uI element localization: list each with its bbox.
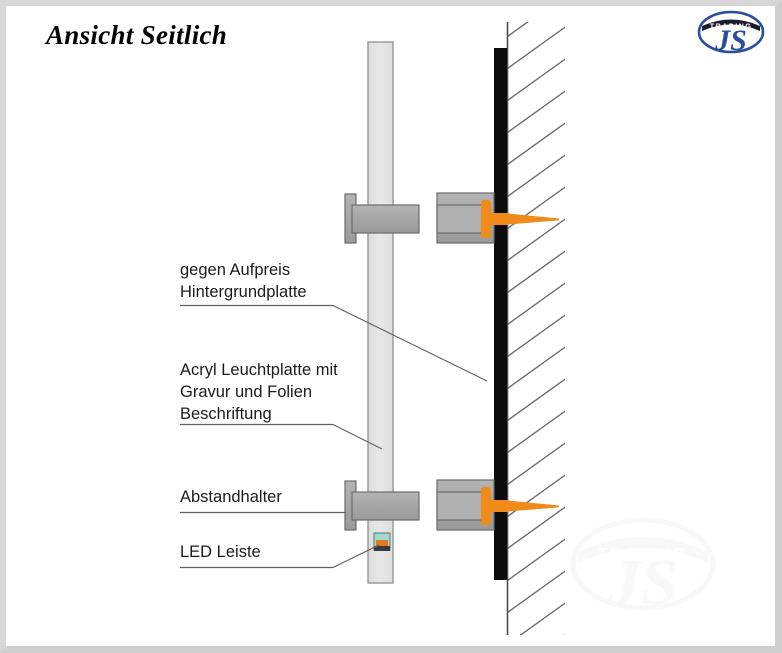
wall-hatching	[507, 22, 565, 635]
label-acryl-line-3: Beschriftung	[180, 405, 272, 423]
label-abstandhalter: Abstandhalter	[180, 486, 282, 508]
screw-bottom	[481, 487, 559, 525]
label-led-leiste: LED Leiste	[180, 541, 261, 563]
spacer-wall-block-bore-top	[436, 204, 485, 234]
leader-hintergrundplatte-diagonal	[332, 304, 488, 382]
spacer-body-bottom	[351, 491, 420, 521]
label-acryl-line-1: Acryl Leuchtplatte mit	[180, 361, 338, 379]
spacer-assembly-bottom	[344, 479, 559, 531]
label-acryl-leuchtplatte: Acryl Leuchtplatte mit Gravur und Folien…	[180, 359, 338, 425]
leader-led-diagonal	[332, 544, 380, 569]
logo-main-text: JS	[714, 24, 747, 56]
spacer-wall-block-bore-bottom	[436, 491, 485, 521]
js-trading-logo: TRADING JS	[697, 10, 765, 56]
label-led-line-1: LED Leiste	[180, 543, 261, 561]
leader-lines	[180, 304, 488, 569]
label-acryl-line-2: Gravur und Folien	[180, 383, 313, 401]
label-hintergrundplatte-line-1: gegen Aufpreis	[180, 261, 291, 279]
spacer-assembly-top	[344, 192, 559, 244]
label-hintergrundplatte: gegen Aufpreis Hintergrundplatte	[180, 259, 307, 303]
page-title: Ansicht Seitlich	[46, 20, 228, 50]
spacer-body-top	[351, 204, 420, 234]
leader-acryl-diagonal	[332, 423, 383, 450]
logo-oval-icon	[697, 10, 765, 54]
led-strip	[373, 532, 391, 551]
logo-sub-text: TRADING	[710, 22, 753, 31]
label-abstandhalter-line-1: Abstandhalter	[180, 488, 282, 506]
label-hintergrundplatte-line-2: Hintergrundplatte	[180, 283, 307, 301]
backing-plate	[494, 48, 507, 580]
logo-banner-icon	[702, 19, 760, 31]
screw-top	[481, 200, 559, 238]
